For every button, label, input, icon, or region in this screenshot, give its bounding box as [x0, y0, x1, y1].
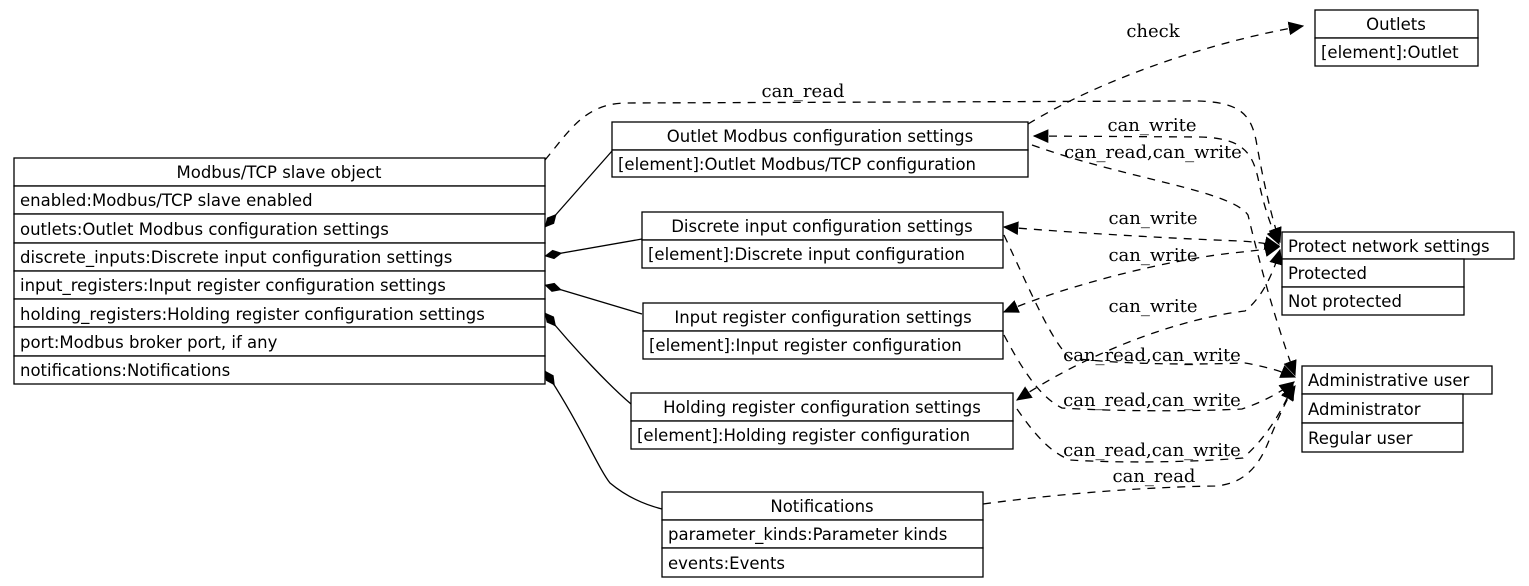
node-title-cell: [642, 302, 1004, 332]
node-row: discrete_inputs:Discrete input configura…: [20, 248, 452, 268]
edge-slave-outlets-member: [544, 150, 613, 228]
node-title: Input register configuration settings: [674, 308, 971, 327]
edge-label: can_write: [1108, 208, 1197, 229]
node-row-cell: [1281, 258, 1465, 288]
node-holding-register-configuration-settings: Holding register configuration settings …: [630, 392, 1014, 450]
node-protect-network-settings: Protect network settings Protected Not p…: [1281, 231, 1515, 316]
edge-outlet-check: [1027, 21, 1305, 125]
node-row: [element]:Outlet Modbus/TCP configuratio…: [618, 155, 976, 174]
node-title: Holding register configuration settings: [663, 398, 981, 417]
edge-label: can_write: [1108, 245, 1197, 266]
node-input-register-configuration-settings: Input register configuration settings [e…: [642, 302, 1004, 360]
node-discrete-input-configuration-settings: Discrete input configuration settings [e…: [641, 211, 1004, 269]
node-row-cell: [13, 242, 546, 272]
node-row: [element]:Outlet: [1321, 43, 1459, 62]
node-row-cell: [611, 149, 1029, 178]
node-row: Administrator: [1308, 400, 1421, 419]
node-row-cell: [13, 355, 546, 385]
node-row: notifications:Notifications: [20, 361, 230, 380]
node-row: Protected: [1288, 264, 1367, 283]
node-administrative-user: Administrative user Administrator Regula…: [1301, 365, 1493, 453]
node-row-cell: [661, 547, 984, 578]
node-title: Modbus/TCP slave object: [176, 163, 382, 182]
edge-slave-holding-member: [544, 312, 632, 405]
node-title-cell: [641, 211, 1004, 241]
node-row-cell: [13, 270, 546, 300]
node-title: Outlets: [1366, 15, 1426, 34]
node-row: [element]:Discrete input configuration: [648, 245, 965, 264]
edge-holding-can-write: [1015, 248, 1283, 401]
node-row: Regular user: [1308, 429, 1413, 448]
edge-label: can_read: [762, 81, 845, 102]
node-title-cell: [1281, 231, 1515, 260]
node-row-cell: [1281, 286, 1465, 316]
edge-labels: can_read check can_write can_read,can_wr…: [762, 21, 1242, 487]
node-title-cell: [630, 392, 1014, 422]
edge-label: can_read: [1113, 466, 1196, 487]
node-row-cell: [661, 519, 984, 549]
node-row: holding_registers:Holding register confi…: [20, 305, 485, 325]
edge-slave-notifications-member: [544, 370, 663, 510]
node-notifications: Notifications parameter_kinds:Parameter …: [661, 491, 984, 578]
node-modbus-tcp-slave-object: Modbus/TCP slave object enabled:Modbus/T…: [13, 157, 546, 385]
edge-holding-can-read-can-write: [1016, 383, 1294, 463]
edge-label: can_read,can_write: [1064, 142, 1242, 163]
node-title: Notifications: [770, 497, 873, 516]
edge-outlet-can-write: [1032, 129, 1280, 246]
node-row: Not protected: [1288, 292, 1402, 311]
node-title-cell: [661, 491, 984, 521]
node-row: [element]:Holding register configuration: [637, 426, 970, 445]
node-row-cell: [630, 420, 1014, 450]
node-row: port:Modbus broker port, if any: [20, 333, 278, 352]
node-row-cell: [1301, 393, 1464, 424]
edge-label: can_read,can_write: [1063, 390, 1241, 411]
node-outlets: Outlets [element]:Outlet: [1314, 9, 1479, 67]
node-row-cell: [641, 239, 1004, 269]
node-row: [element]:Input register configuration: [649, 336, 962, 355]
edge-discrete-can-write: [1002, 221, 1281, 250]
node-row: outlets:Outlet Modbus configuration sett…: [20, 220, 389, 239]
edge-label: can_write: [1107, 115, 1196, 136]
permission-edges: [544, 21, 1305, 505]
node-title: Administrative user: [1308, 371, 1470, 390]
edge-slave-input-member: [544, 282, 643, 315]
edge-label: can_read,can_write: [1063, 440, 1241, 461]
node-title-cell: [611, 121, 1029, 151]
node-title: Protect network settings: [1288, 237, 1490, 256]
edge-label: can_write: [1108, 296, 1197, 317]
node-row: parameter_kinds:Parameter kinds: [668, 525, 947, 545]
containment-edges: [544, 150, 663, 510]
edge-label: can_read,can_write: [1063, 345, 1241, 366]
node-title: Discrete input configuration settings: [671, 217, 973, 236]
node-outlet-modbus-configuration-settings: Outlet Modbus configuration settings [el…: [611, 121, 1029, 178]
node-row-cell: [1314, 37, 1479, 67]
node-title-cell: [13, 157, 546, 187]
node-row: input_registers:Input register configura…: [20, 276, 446, 296]
node-title-cell: [1314, 9, 1479, 39]
node-row-cell: [13, 213, 546, 244]
edge-slave-discrete-member: [544, 238, 643, 260]
node-row-cell: [1301, 422, 1464, 453]
node-row-cell: [13, 326, 546, 357]
edge-input-can-read-can-write: [1003, 334, 1295, 412]
node-title: Outlet Modbus configuration settings: [667, 127, 973, 146]
node-row: enabled:Modbus/TCP slave enabled: [20, 191, 313, 210]
node-row: events:Events: [668, 554, 785, 573]
node-row-cell: [642, 330, 1004, 360]
edge-label: check: [1126, 21, 1180, 42]
